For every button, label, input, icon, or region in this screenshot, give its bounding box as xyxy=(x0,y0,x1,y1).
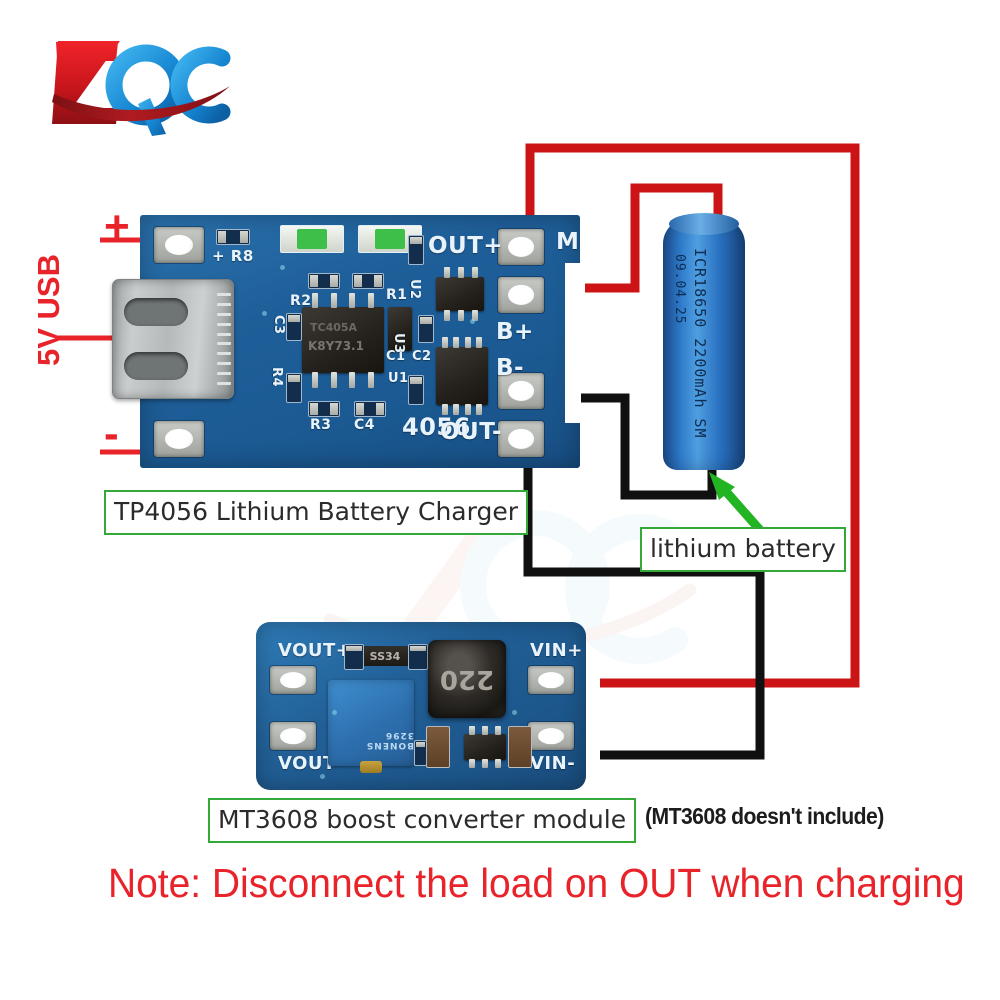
pad-usb-plus[interactable] xyxy=(154,227,204,263)
pad-b-plus[interactable] xyxy=(498,277,544,313)
silk-u3: U3 xyxy=(391,333,406,354)
silk-r2: R2 xyxy=(290,293,312,309)
label-input-negative: - xyxy=(104,409,119,458)
battery-print-main: ICR18650 2200mAh SM xyxy=(691,248,709,439)
capacitor-c4 xyxy=(354,401,386,417)
mt3608-via-1 xyxy=(332,710,337,715)
capacitor-c3 xyxy=(286,313,302,341)
silk-marker-m: M xyxy=(556,229,580,255)
resistor-r3 xyxy=(308,401,340,417)
mt3608-via-2 xyxy=(512,710,517,715)
ic-u3-legs-top xyxy=(439,337,485,348)
resistor-r9 xyxy=(408,375,424,405)
silk-u2: U2 xyxy=(407,279,422,300)
battery-body xyxy=(663,218,745,470)
ic-mt3608 xyxy=(464,734,506,760)
pad-vin-minus[interactable] xyxy=(528,722,574,750)
capacitor-output xyxy=(508,726,532,768)
diode-pad-left xyxy=(344,644,364,670)
silk-c4: C4 xyxy=(354,417,376,433)
resistor-r2pad xyxy=(408,235,424,265)
pad-vin-plus[interactable] xyxy=(528,666,574,694)
resistor-r4 xyxy=(286,373,302,403)
silk-vin-plus: VIN+ xyxy=(530,640,583,661)
mt3608-via-3 xyxy=(320,774,325,779)
ic-u2-legs-top xyxy=(440,267,482,278)
via-3 xyxy=(262,311,267,316)
note-mt3608-not-included: (MT3608 doesn't include) xyxy=(645,803,884,829)
silk-pad-b-plus: B+ xyxy=(496,319,534,345)
zqc-logo xyxy=(52,41,231,136)
lithium-battery-18650: ICR18650 2200mAh SM 09.04.25 xyxy=(663,213,745,470)
resistor-feedback xyxy=(414,740,427,766)
silk-r8: + R8 xyxy=(212,247,254,265)
silk-vout-minus: VOUT- xyxy=(278,753,342,774)
pad-b-minus[interactable] xyxy=(498,373,544,409)
trimpot-adjust[interactable]: BONENS 3296 xyxy=(328,680,414,773)
ic-u1-legs-top xyxy=(306,293,380,308)
diode-ss34: SS34 xyxy=(360,646,410,666)
led-charging xyxy=(280,225,344,253)
mt3608-board[interactable]: VOUT+ VOUT- VIN+ VIN- SS34 220 BONENS 32… xyxy=(256,622,586,790)
battery-top-cap xyxy=(669,213,739,235)
diode-marking: SS34 xyxy=(369,649,401,663)
pad-vout-plus[interactable] xyxy=(270,666,316,694)
silk-vout-plus: VOUT+ xyxy=(278,640,352,661)
silk-c2: C2 xyxy=(412,349,432,364)
ic-mt3608-legs-top xyxy=(466,726,504,735)
resistor-r8 xyxy=(216,229,250,245)
arrow-battery-callout xyxy=(709,472,764,533)
silk-c3: C3 xyxy=(271,315,286,335)
resistor-r1b xyxy=(352,273,384,289)
trimpot-brand: BONENS 3296 xyxy=(365,730,414,750)
callout-lithium-battery: lithium battery xyxy=(640,527,846,572)
capacitor-c2 xyxy=(418,315,434,343)
pad-out-plus[interactable] xyxy=(498,229,544,265)
capacitor-c1 xyxy=(388,307,412,351)
callout-mt3608-module: MT3608 boost converter module xyxy=(208,798,637,843)
tp4056-board[interactable]: TC405A K8Y73.1 xyxy=(112,215,581,468)
inductor-marking: 220 xyxy=(439,664,495,694)
battery-print-date: 09.04.25 xyxy=(672,254,687,325)
ic-u2-legs-bottom xyxy=(440,310,482,321)
via-1 xyxy=(280,265,285,270)
via-2 xyxy=(470,319,475,324)
capacitor-input xyxy=(426,726,450,768)
resistor-r1a xyxy=(308,273,340,289)
silk-r1: R1 xyxy=(386,287,408,303)
pad-usb-minus[interactable] xyxy=(154,421,204,457)
silk-u1: U1 xyxy=(388,371,409,386)
usb-c-pins xyxy=(217,293,231,385)
callout-tp4056-charger: TP4056 Lithium Battery Charger xyxy=(104,490,528,535)
silk-pad-b-minus: B- xyxy=(496,355,525,381)
label-5v-usb-input: 5V USB xyxy=(30,254,66,366)
pcb-edge-notch xyxy=(565,263,581,423)
silk-pad-out-minus: OUT- xyxy=(440,419,503,445)
silk-partnumber: 4056 xyxy=(402,413,471,441)
ic-tp4056-u1: TC405A K8Y73.1 xyxy=(302,307,384,373)
label-input-positive: + xyxy=(104,202,130,251)
silk-vin-minus: VIN- xyxy=(530,753,576,774)
ic-protection-u2 xyxy=(436,277,484,311)
ic-u1-legs-bottom xyxy=(306,372,380,388)
ic-mosfet-u3 xyxy=(436,347,488,405)
diode-pad-right xyxy=(408,644,428,670)
trimpot-screw[interactable] xyxy=(360,761,382,773)
ic-u3-legs-bottom xyxy=(439,404,485,415)
ic-mt3608-legs-bottom xyxy=(466,759,504,768)
silk-c1: C1 xyxy=(386,349,406,364)
silk-r3: R3 xyxy=(310,417,332,433)
silk-pad-out-plus: OUT+ xyxy=(428,233,504,259)
pad-vout-minus[interactable] xyxy=(270,722,316,750)
silk-r4: R4 xyxy=(269,367,284,388)
usb-c-connector[interactable] xyxy=(112,279,234,399)
pad-out-minus[interactable] xyxy=(498,421,544,457)
power-inductor: 220 xyxy=(428,640,506,718)
warning-note: Note: Disconnect the load on OUT when ch… xyxy=(108,860,965,906)
